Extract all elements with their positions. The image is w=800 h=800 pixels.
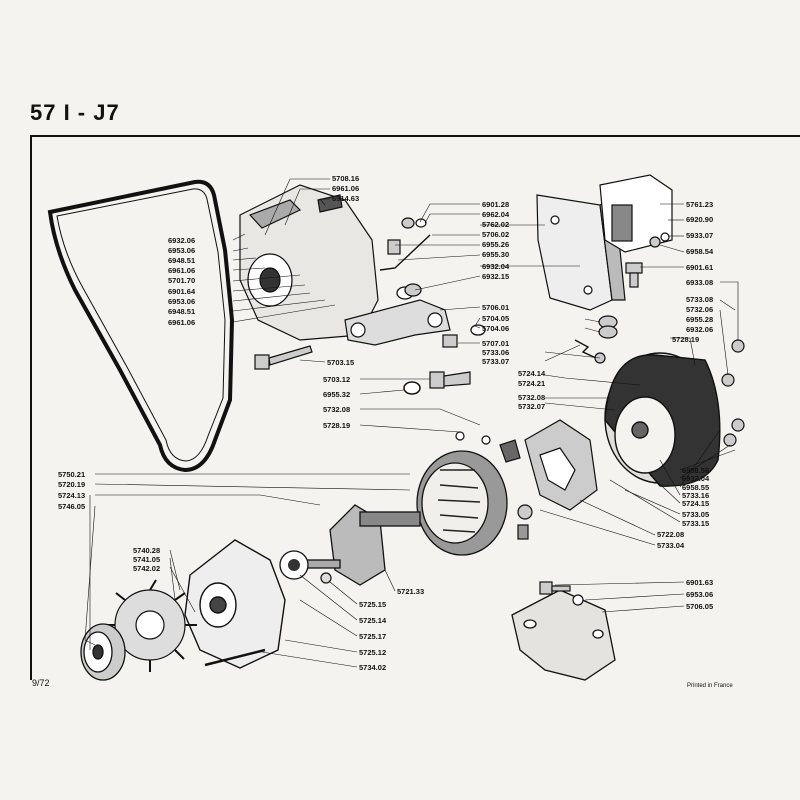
- callout-label: 6932.15: [482, 272, 510, 281]
- callout-label: 5722.08: [657, 530, 685, 539]
- callout-label: 6953.06: [168, 246, 196, 255]
- callout-label: 5701.70: [168, 276, 196, 285]
- callout-label: 5732.08: [518, 393, 546, 402]
- nut-6955-28: [598, 315, 618, 339]
- callout-label: 5724.15: [682, 499, 710, 508]
- callout-label: 5704.06: [482, 324, 510, 333]
- bolt-6901-63: [539, 581, 571, 595]
- brush-holder: [524, 419, 598, 511]
- callout-label: 5761.23: [686, 200, 714, 209]
- callout-label: 5733.15: [682, 519, 710, 528]
- callout-label: 5732.08: [323, 405, 351, 414]
- callout-label: 5721.33: [397, 587, 425, 596]
- callout-label: 5728.19: [672, 335, 700, 344]
- alternator-front-housing: [239, 184, 379, 341]
- callout-label: 5725.14: [359, 616, 387, 625]
- frame-left-border: [30, 135, 32, 680]
- callout-label: 5725.17: [359, 632, 387, 641]
- callout-label: 5742.02: [133, 564, 161, 573]
- callout-label: 5708.16: [332, 174, 360, 183]
- callout-label: 6948.51: [168, 256, 196, 265]
- callout-label: 6901.28: [482, 200, 510, 209]
- washer-6955-32: [403, 381, 421, 395]
- callout-label: 5703.12: [323, 375, 351, 384]
- drive-belt: [47, 179, 235, 473]
- callout-label: 5740.28: [133, 546, 161, 555]
- callout-label: 5707.01: [482, 339, 510, 348]
- callout-label: 6901.63: [686, 578, 714, 587]
- callout-label: 5728.19: [323, 421, 351, 430]
- frame-top-border: [30, 135, 800, 137]
- callout-label: 6920.90: [686, 215, 714, 224]
- callout-label: 6948.51: [168, 307, 196, 316]
- callout-label: 5724.13: [58, 491, 86, 500]
- callout-label: 5733.08: [686, 295, 714, 304]
- callout-label: 5732.07: [518, 402, 546, 411]
- callout-label: 6901.61: [686, 263, 714, 272]
- callout-label: 5733.06: [482, 348, 510, 357]
- spacer-5725-15: [320, 572, 332, 584]
- callout-label: 6955.32: [323, 390, 351, 399]
- stator: [416, 450, 508, 556]
- callout-label: 6932.06: [168, 236, 196, 245]
- callout-label: 5720.19: [58, 480, 86, 489]
- alternator-rear-housing: [604, 352, 721, 487]
- callout-label: 5746.05: [58, 502, 86, 511]
- through-bolt-5734-02: [204, 648, 266, 667]
- callout-label: 5704.05: [482, 314, 510, 323]
- printed-in-france-note: Printed in France: [687, 683, 733, 689]
- drive-end-shield: [184, 539, 286, 669]
- callout-label: 5724.21: [518, 379, 546, 388]
- callout-label: 6955.26: [482, 240, 510, 249]
- callout-label: 6932.04: [682, 474, 710, 483]
- regulator-bolt-6901-61: [625, 262, 643, 288]
- callout-label: 6914.63: [332, 194, 360, 203]
- long-bolt: [254, 345, 313, 370]
- callout-label: 5933.07: [686, 231, 714, 240]
- callout-label: 5733.07: [482, 357, 510, 366]
- callout-label: 6955.28: [686, 315, 714, 324]
- callout-label: 6955.30: [482, 250, 510, 259]
- callout-label: 5724.14: [518, 369, 546, 378]
- leader-lines: [84, 178, 739, 668]
- callout-label: 6953.06: [168, 297, 196, 306]
- washer-6953-06: [572, 594, 584, 606]
- callout-label: 5733.16: [682, 491, 710, 500]
- callout-label: 5732.06: [686, 305, 714, 314]
- rotor: [289, 504, 421, 586]
- callout-label: 6901.64: [168, 287, 196, 296]
- callout-label: 6961.06: [168, 266, 196, 275]
- spring-clip: [574, 339, 597, 359]
- callout-label: 6932.06: [686, 325, 714, 334]
- callout-label: 5733.04: [657, 541, 685, 550]
- pulley: [80, 623, 126, 681]
- tension-link-arm: [344, 299, 451, 346]
- callout-label: 6953.06: [686, 590, 714, 599]
- callout-label: 5706.02: [482, 230, 510, 239]
- mounting-bracket-5706-05: [511, 589, 616, 681]
- callout-label: 5706.01: [482, 303, 510, 312]
- callout-label: 5734.02: [359, 663, 387, 672]
- callout-label: 6962.04: [482, 210, 510, 219]
- callout-label: 5706.05: [686, 602, 714, 611]
- callout-label: 5703.15: [327, 358, 355, 367]
- callout-label: 5725.12: [359, 648, 387, 657]
- bolt-5703-12: [429, 371, 471, 389]
- callout-label: 6932.04: [482, 262, 510, 271]
- callout-label: 6961.06: [168, 318, 196, 327]
- callout-label: 5733.05: [682, 510, 710, 519]
- voltage-regulator: [599, 174, 673, 253]
- callout-label: 5750.21: [58, 470, 86, 479]
- callout-label: 6933.08: [686, 278, 714, 287]
- callout-label: 6961.06: [332, 184, 360, 193]
- callout-label: 5725.15: [359, 600, 387, 609]
- callout-label: 5762.02: [482, 220, 510, 229]
- callout-label: 6958.55: [682, 483, 710, 492]
- page-title: 57 I - J7: [30, 100, 120, 125]
- callout-label: 6958.54: [686, 247, 714, 256]
- callout-label: 5741.05: [133, 555, 161, 564]
- callout-label: 6958.56: [682, 466, 710, 475]
- page-reference: 9/72: [32, 678, 50, 688]
